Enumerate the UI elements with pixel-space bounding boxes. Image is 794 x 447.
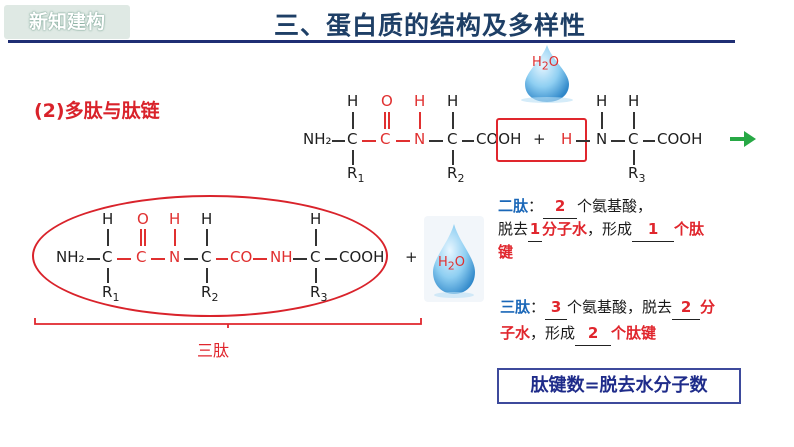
bond [315,268,317,283]
water-label: H2O [438,255,466,273]
amino-group: NH₂ [303,130,332,148]
bond [151,258,165,260]
carboxyl-group: COOH [339,248,385,266]
title-divider [8,40,735,43]
atom-c: C [380,130,391,148]
bond [206,229,208,246]
bond [184,258,198,260]
bond [352,150,354,165]
amino-group: NH₂ [56,248,85,266]
atom-h: H [347,92,359,110]
imino-group: NH [270,248,293,266]
atom-h: H [169,210,181,228]
side-chain-r3: R3 [310,283,328,304]
water-drop-bottom: H2O [424,216,484,302]
bond [419,112,421,129]
atom-c: C [310,248,321,266]
side-chain-r2: R2 [447,164,465,185]
side-chain-r3: R3 [628,164,646,185]
bond [144,229,146,246]
bond [388,112,390,129]
section-heading: (2)多肽与肽链 [34,100,160,122]
side-chain-r2: R2 [201,283,219,304]
atom-c: C [628,130,639,148]
tripeptide-label: 三肽 [197,341,230,360]
plus-sign: + [533,130,546,148]
carboxyl-group: COOH [657,130,703,148]
atom-h: H [310,210,322,228]
water-drop-top: H2O [512,42,582,104]
bond [452,112,454,129]
arrow-right-icon [730,131,756,147]
tripeptide-ellipse [32,195,388,317]
atom-c: C [102,248,113,266]
bond [611,140,625,142]
atom-c: C [447,130,458,148]
bond [576,140,590,142]
bond [643,140,655,142]
atom-n: N [596,130,608,148]
bond [206,268,208,283]
bond [633,150,635,165]
brace-bracket [34,318,422,328]
bond [87,258,100,260]
bond [462,140,474,142]
side-chain-r1: R1 [347,164,365,185]
formula-box: 肽键数=脱去水分子数 [497,368,741,404]
atom-h: H [628,92,640,110]
bond [253,258,267,260]
atom-n: N [169,248,181,266]
bond [452,150,454,165]
atom-h: H [414,92,426,110]
bond [429,140,443,142]
water-drop-icon [521,45,573,103]
side-chain-r1: R1 [102,283,120,304]
bond [384,112,386,129]
bond [362,140,376,142]
atom-o: O [137,210,149,228]
atom-c: C [347,130,358,148]
atom-o: O [381,92,393,110]
bond [332,140,345,142]
atom-c: C [136,248,147,266]
bond [140,229,142,246]
section-tag: 新知建构 [4,5,130,39]
bond [633,112,635,129]
bond [107,268,109,283]
water-drop-icon [433,224,475,298]
bond [352,112,354,129]
carbonyl-group: CO [230,248,253,266]
bond [107,229,109,246]
atom-h-red: H [561,130,573,148]
bond [325,258,337,260]
atom-c: C [201,248,212,266]
bond [216,258,228,260]
atom-n: N [414,130,426,148]
bond [601,112,603,129]
plus-sign: + [405,248,418,266]
atom-h: H [102,210,114,228]
dipeptide-note-line3: 键 [498,243,514,261]
water-label: H2O [532,55,560,73]
bond [315,229,317,246]
bond [117,258,131,260]
atom-h: H [447,92,459,110]
atom-h: H [201,210,213,228]
bond [174,229,176,246]
carboxyl-group: COOH [476,130,522,148]
bond [293,258,307,260]
atom-h: H [596,92,608,110]
bond [396,140,410,142]
slide-title: 三、蛋白质的结构及多样性 [273,11,586,40]
